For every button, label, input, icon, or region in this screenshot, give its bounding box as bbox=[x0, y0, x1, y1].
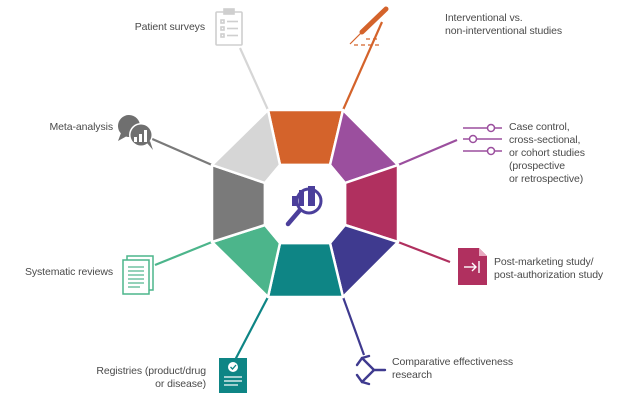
octagon bbox=[210, 108, 400, 299]
label-post-marketing: Post-marketing study/ post-authorization… bbox=[494, 256, 604, 281]
label-interventional: Interventional vs. non-interventional st… bbox=[445, 12, 563, 37]
octagon-center bbox=[263, 163, 347, 245]
connector-case-control bbox=[397, 138, 458, 167]
connector-interventional bbox=[341, 21, 384, 111]
chat-chart-icon bbox=[118, 115, 153, 150]
connector-meta-analysis bbox=[149, 136, 213, 167]
label-case-control: Case control, cross-sectional, or cohort… bbox=[509, 121, 585, 185]
document-arrow-icon bbox=[458, 248, 487, 285]
connector-comparative bbox=[341, 296, 366, 356]
clipboard-icon bbox=[215, 8, 243, 46]
documents-icon bbox=[122, 255, 154, 295]
label-patient-surveys: Patient surveys bbox=[134, 21, 205, 33]
pen-ruler-icon bbox=[349, 6, 389, 46]
label-meta-analysis: Meta-analysis bbox=[49, 121, 114, 133]
checklist-document-icon bbox=[219, 358, 247, 393]
label-systematic: Systematic reviews bbox=[24, 266, 113, 278]
connector-post-marketing bbox=[397, 240, 451, 264]
connector-registries bbox=[233, 296, 269, 363]
connector-lines bbox=[149, 21, 458, 363]
connector-systematic bbox=[154, 240, 213, 267]
label-comparative: Comparative effectiveness research bbox=[392, 356, 514, 381]
connector-patient-surveys bbox=[238, 47, 270, 111]
sliders-icon bbox=[463, 123, 502, 156]
magnifier-chart-icon bbox=[285, 186, 323, 227]
converging-arrows-icon bbox=[355, 354, 387, 386]
label-registries: Registries (product/drug or disease) bbox=[96, 365, 206, 390]
